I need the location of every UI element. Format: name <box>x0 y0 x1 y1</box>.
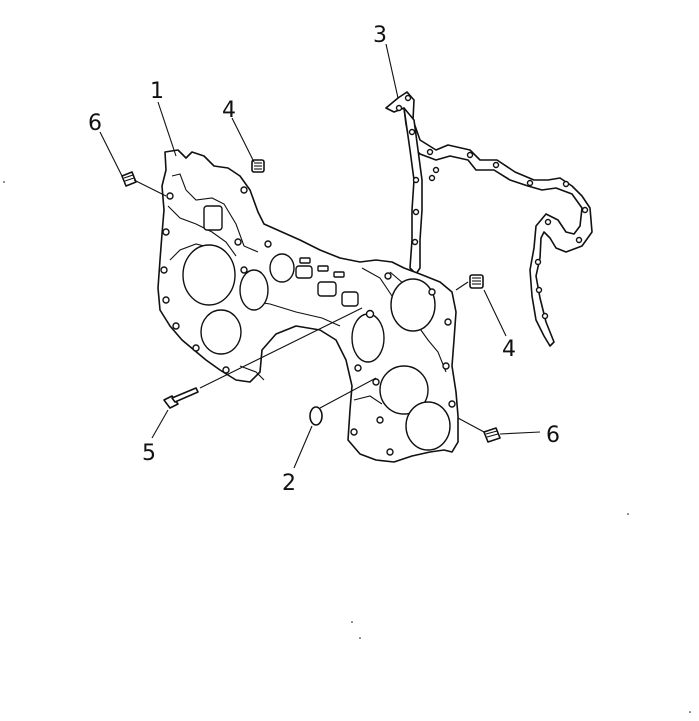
bore-top-small <box>269 253 295 283</box>
bore-right-upper <box>390 278 436 332</box>
gasket-bolt-holes <box>395 94 589 320</box>
scan-specks <box>3 181 691 713</box>
callout-6-lower: 6 <box>546 423 560 448</box>
cover-bolt-holes <box>160 186 456 456</box>
bore-center <box>351 313 385 363</box>
bore-center-small <box>239 269 269 311</box>
plug-part-6-lower <box>483 427 501 443</box>
plug-part-4-upper <box>251 159 265 173</box>
gasket-part-3 <box>385 91 593 347</box>
leader-lines <box>99 43 541 469</box>
callout-4-upper: 4 <box>222 98 236 123</box>
callout-5: 5 <box>142 441 156 466</box>
bore-right-lower <box>405 401 451 451</box>
bore-left-lower <box>200 309 242 355</box>
bolt-part-5 <box>163 387 199 409</box>
o-ring-part-2 <box>309 406 323 426</box>
callout-2: 2 <box>282 471 296 496</box>
callout-6-upper: 6 <box>88 111 102 136</box>
plug-part-6-upper <box>121 171 137 187</box>
plug-part-4-right <box>469 274 484 289</box>
bore-left-upper <box>182 244 236 306</box>
callout-1: 1 <box>150 79 164 104</box>
front-cover-part-1 <box>157 149 459 463</box>
callout-4-right: 4 <box>502 337 516 362</box>
bore-right-middle <box>379 365 429 415</box>
callout-3: 3 <box>373 23 387 48</box>
callout-labels: 1 2 3 4 4 5 6 6 <box>88 23 560 496</box>
